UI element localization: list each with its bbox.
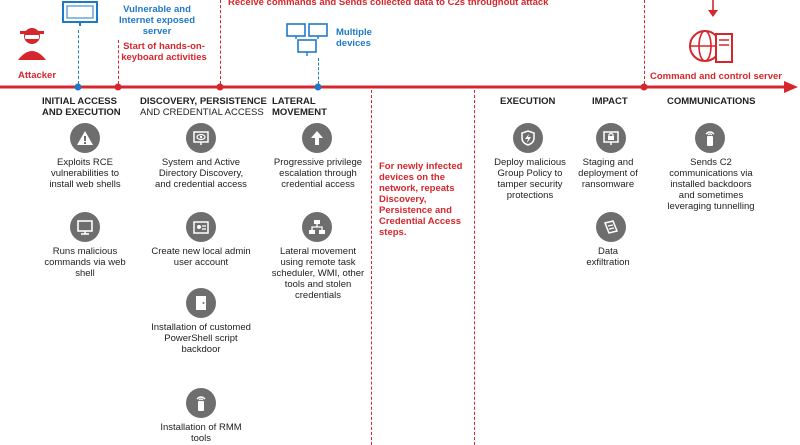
- discovery-heading-line1: DISCOVERY, PERSISTENCE: [140, 96, 267, 107]
- policy-shield-icon: [513, 123, 543, 153]
- c2-server-icon: [686, 26, 736, 66]
- multiple-devices-label: Multiple devices: [336, 27, 372, 49]
- c2-server-label: Command and control server: [650, 71, 782, 82]
- multiple-devices-connector: [318, 58, 319, 84]
- initial-heading-line1: INITIAL ACCESS: [42, 96, 117, 107]
- c2-banner-text: Receive commands and Sends collected dat…: [228, 0, 549, 8]
- user-card-icon: [186, 212, 216, 242]
- discovery-item-3: Installation of customed PowerShell scri…: [151, 322, 251, 355]
- discovery-connector: [220, 0, 221, 84]
- execution-item-1: Deploy malicious Group Policy to tamper …: [494, 157, 566, 201]
- attacker-label: Attacker: [18, 70, 57, 81]
- network-icon: [302, 212, 332, 242]
- communications-item-1: Sends C2 communications via installed ba…: [667, 157, 755, 212]
- c2-connector: [644, 0, 645, 84]
- impact-heading: IMPACT: [592, 96, 628, 107]
- exfiltration-icon: [596, 212, 626, 242]
- initial-access-heading: INITIAL ACCESS AND EXECUTION: [42, 96, 122, 118]
- lateral-heading: LATERAL MOVEMENT: [272, 96, 327, 118]
- repeat-separator-right: [474, 90, 475, 445]
- server-connector: [78, 30, 79, 84]
- impact-item-2: Data exfiltration: [586, 246, 630, 268]
- initial-item-2: Runs malicious commands via web shell: [44, 246, 126, 279]
- repeat-separator-left: [371, 90, 372, 445]
- lateral-item-2: Lateral movement using remote task sched…: [271, 246, 365, 301]
- hands-on-label: Start of hands-on-keyboard activities: [121, 41, 207, 63]
- up-arrow-icon: [302, 123, 332, 153]
- ransomware-icon: [596, 123, 626, 153]
- c2-device-icon: [695, 123, 725, 153]
- discovery-heading: DISCOVERY, PERSISTENCE AND CREDENTIAL AC…: [140, 96, 270, 118]
- discovery-heading-line2: AND CREDENTIAL ACCESS: [140, 107, 264, 118]
- attacker-icon: [14, 22, 50, 62]
- lateral-item-1: Progressive privilege escalation through…: [273, 157, 363, 190]
- impact-item-1: Staging and deployment of ransomware: [578, 157, 638, 190]
- web-shell-icon: [70, 212, 100, 242]
- warning-icon: [70, 123, 100, 153]
- server-monitor-icon: [61, 1, 99, 27]
- timeline-arrow: [0, 80, 800, 93]
- communications-heading: COMMUNICATIONS: [667, 96, 756, 107]
- eye-monitor-icon: [186, 123, 216, 153]
- initial-heading-line2: AND EXECUTION: [42, 107, 121, 118]
- door-icon: [186, 288, 216, 318]
- initial-item-1: Exploits RCE vulnerabilities to install …: [49, 157, 121, 190]
- discovery-item-2: Create new local admin user account: [151, 246, 251, 268]
- multiple-devices-icon: [285, 22, 331, 58]
- hands-on-connector: [118, 40, 119, 84]
- c2-arrow-down: [707, 0, 719, 18]
- exposed-server-label: Vulnerable and Internet exposed server: [118, 4, 196, 37]
- discovery-item-4: Installation of RMM tools: [160, 422, 242, 444]
- remote-device-icon: [186, 388, 216, 418]
- execution-heading: EXECUTION: [500, 96, 556, 107]
- discovery-item-1: System and Active Directory Discovery, a…: [155, 157, 247, 190]
- repeat-note: For newly infected devices on the networ…: [379, 161, 463, 238]
